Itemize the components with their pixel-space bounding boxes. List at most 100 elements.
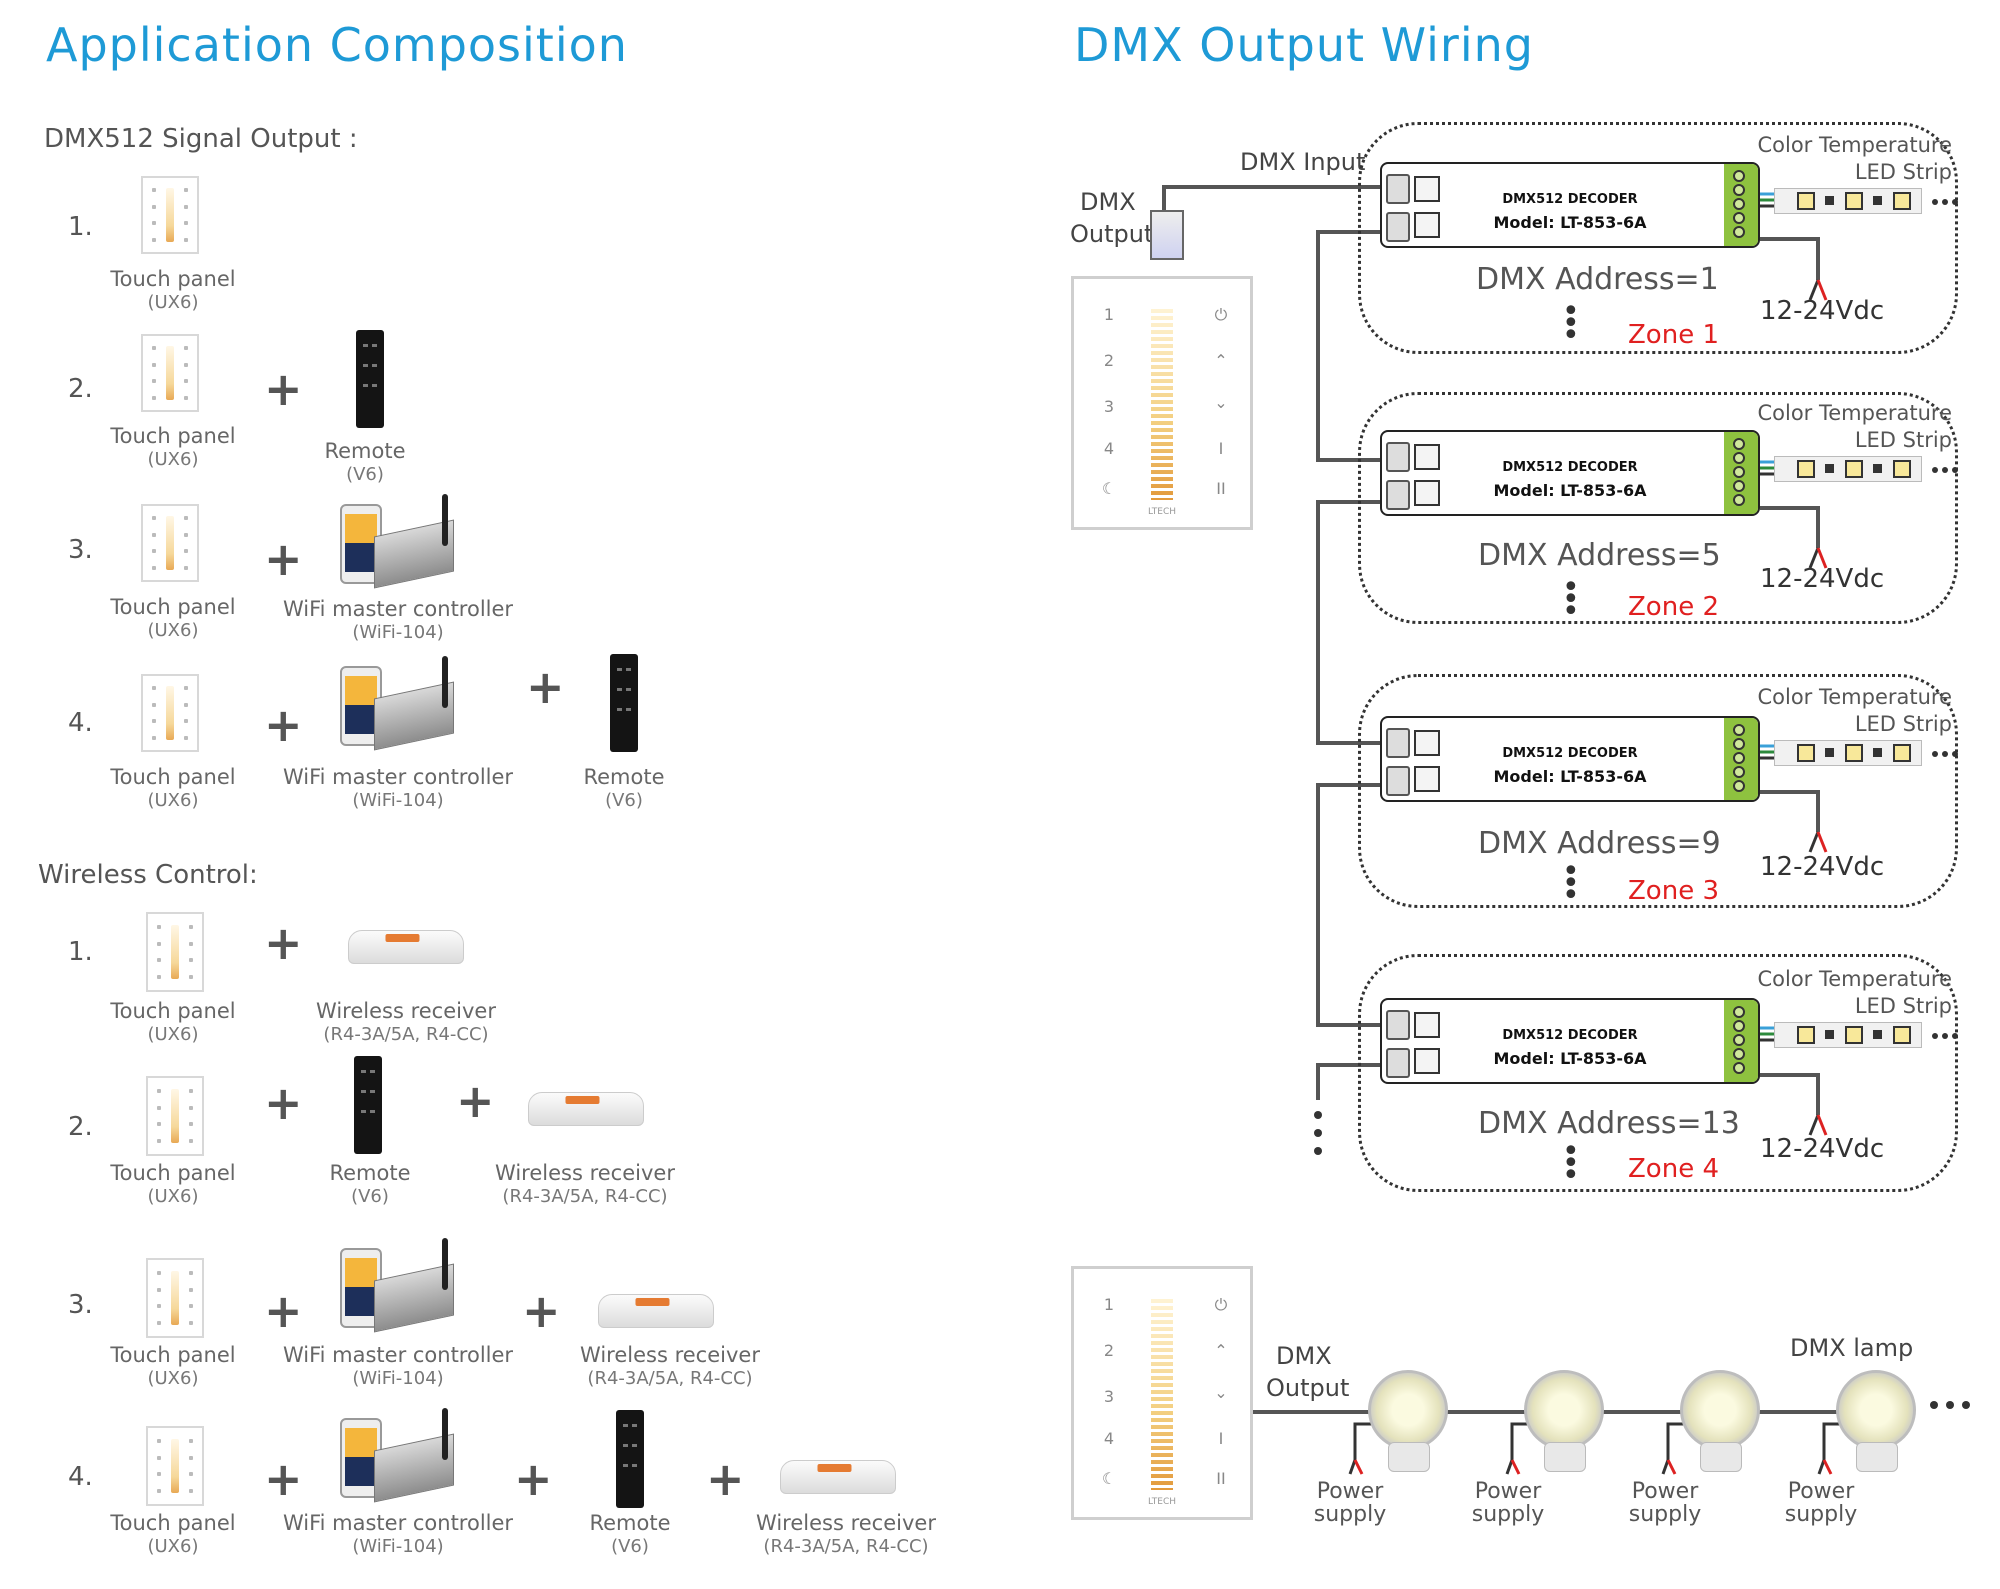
wifi-controller-image — [340, 1408, 460, 1508]
dmx-output-label-line1: DMX — [1276, 1342, 1332, 1370]
zone-label: Zone 4 — [1628, 1154, 1719, 1184]
dmx-connector-icon — [1150, 210, 1184, 260]
plus-sign: + — [264, 916, 303, 970]
right-title: DMX Output Wiring — [1074, 18, 1534, 72]
touch-panel-caption: Touch panel(UX6) — [110, 595, 236, 642]
touch-panel-caption: Touch panel(UX6) — [110, 765, 236, 812]
plus-sign: + — [264, 532, 303, 586]
bus-wire — [1316, 783, 1386, 1027]
touch-panel-image — [146, 1258, 204, 1338]
touch-panel-caption: Touch panel(UX6) — [110, 267, 236, 314]
dmx-output-label-line2: Output — [1070, 220, 1154, 248]
plus-sign: + — [264, 1284, 303, 1338]
dmx-address-label: DMX Address=13 — [1478, 1106, 1740, 1141]
wifi-controller-image — [340, 656, 460, 756]
plus-sign: + — [456, 1074, 495, 1128]
wireless-receiver-image — [780, 1460, 896, 1494]
row-number: 4. — [68, 1462, 93, 1492]
plus-sign: + — [706, 1452, 745, 1506]
led-strip — [1774, 740, 1922, 766]
touch-panel-image — [141, 674, 199, 752]
bus-wire — [1316, 1063, 1386, 1100]
power-wire — [1760, 237, 1820, 280]
touch-panel-caption: Touch panel(UX6) — [110, 424, 236, 471]
row-number: 1. — [68, 937, 93, 967]
touch-panel-image — [146, 912, 204, 992]
dmx-lamp — [1514, 1370, 1614, 1472]
dmx-lamp — [1670, 1370, 1770, 1472]
remote-image — [610, 654, 638, 752]
plus-sign: + — [514, 1452, 553, 1506]
dmx-lamp — [1358, 1370, 1458, 1472]
row-number: 3. — [68, 1290, 93, 1320]
dmx-lamp — [1826, 1370, 1926, 1472]
remote-caption: Remote(V6) — [589, 1511, 671, 1558]
row-number: 1. — [68, 212, 93, 242]
left-title: Application Composition — [46, 18, 628, 72]
remote-image — [616, 1410, 644, 1508]
more-indicator: ••• — [1562, 294, 1580, 353]
zone-boundary — [1358, 954, 1958, 1192]
wifi-controller-caption: WiFi master controller(WiFi-104) — [282, 765, 514, 812]
touch-panel-large: 1 2 3 4 ⏻ ⌃ ⌄ I II ☾ LTECH — [1071, 276, 1253, 530]
dmx-output-label-line1: DMX — [1080, 188, 1136, 216]
touch-panel-image — [146, 1076, 204, 1156]
dmx-input-label: DMX Input — [1240, 148, 1366, 176]
plus-sign: + — [264, 362, 303, 416]
remote-image — [356, 330, 384, 428]
dmx-address-label: DMX Address=9 — [1478, 826, 1721, 861]
zone-label: Zone 3 — [1628, 876, 1719, 906]
dmx-address-label: DMX Address=1 — [1476, 262, 1719, 297]
zone-label: Zone 2 — [1628, 592, 1719, 622]
remote-image — [354, 1056, 382, 1154]
wireless-receiver-image — [528, 1092, 644, 1126]
wireless-receiver-image — [348, 930, 464, 964]
dmx-lamp-label: DMX lamp — [1790, 1334, 1914, 1362]
led-strip — [1774, 456, 1922, 482]
plus-sign: + — [264, 698, 303, 752]
voltage-label: 12-24Vdc — [1760, 564, 1885, 594]
touch-panel-image — [141, 504, 199, 582]
zone-boundary — [1358, 674, 1958, 908]
power-wire — [1760, 1073, 1820, 1115]
row-number: 2. — [68, 374, 93, 404]
more-indicator: ••• — [1562, 854, 1580, 913]
plus-sign: + — [522, 1284, 561, 1338]
voltage-label: 12-24Vdc — [1760, 852, 1885, 882]
row-number: 4. — [68, 708, 93, 738]
wifi-controller-image — [340, 494, 460, 594]
wifi-controller-caption: WiFi master controller(WiFi-104) — [282, 1343, 514, 1390]
wireless-receiver-caption: Wireless receiver(R4-3A/5A, R4-CC) — [495, 1161, 675, 1208]
touch-panel-image — [146, 1426, 204, 1506]
dmx-address-label: DMX Address=5 — [1478, 538, 1721, 573]
led-strip — [1774, 188, 1922, 214]
touch-panel-caption: Touch panel(UX6) — [110, 1343, 236, 1390]
wireless-receiver-image — [598, 1294, 714, 1328]
touch-panel-large: 1 2 3 4 ⏻ ⌃ ⌄ I II ☾ LTECH — [1071, 1266, 1253, 1520]
more-indicator: ••• — [1562, 1134, 1580, 1193]
plus-sign: + — [264, 1452, 303, 1506]
voltage-label: 12-24Vdc — [1760, 296, 1885, 326]
row-number: 2. — [68, 1112, 93, 1142]
dmx-output-label-line2: Output — [1266, 1374, 1350, 1402]
more-indicator: ••• — [1562, 570, 1580, 629]
wireless-section-heading: Wireless Control: — [38, 860, 258, 890]
touch-panel-caption: Touch panel(UX6) — [110, 1161, 236, 1208]
wifi-controller-image — [340, 1238, 460, 1338]
zone-boundary — [1358, 122, 1958, 354]
wifi-controller-caption: WiFi master controller(WiFi-104) — [282, 597, 514, 644]
bus-wire — [1316, 230, 1386, 462]
power-wire — [1760, 506, 1820, 548]
voltage-label: 12-24Vdc — [1760, 1134, 1885, 1164]
